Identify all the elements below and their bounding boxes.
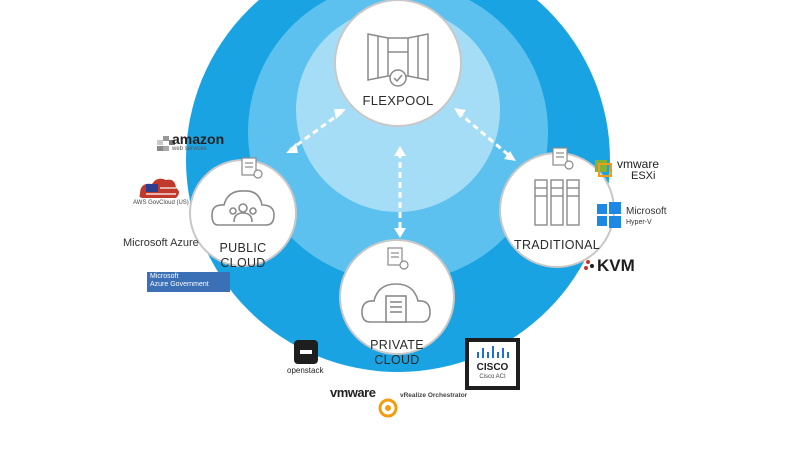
- amazon-logo-text: amazon: [172, 131, 225, 147]
- connector-arrowheads: [286, 108, 516, 238]
- private-cloud-label-line2: CLOUD: [374, 353, 420, 367]
- private-cloud-label-line1: PRIVATE: [370, 338, 424, 352]
- vmware-logo-text: vmware: [330, 385, 376, 400]
- vmware-esxi-logo-icon: [595, 160, 612, 177]
- vmware-esxi-line2: ESXi: [631, 170, 656, 182]
- private-cloud-icon: [361, 283, 431, 323]
- vrealize-logo-icon: [378, 398, 398, 418]
- flexpool-label: FLEXPOOL: [362, 93, 434, 108]
- azure-government-line2: Azure Government: [150, 281, 209, 288]
- public-cloud-label-line2: CLOUD: [220, 256, 266, 270]
- windows-logo-icon: [597, 202, 621, 228]
- aws-govcloud-flag-icon: [139, 178, 179, 198]
- microsoft-azure-text: Microsoft Azure: [123, 237, 199, 249]
- aws-govcloud-text: AWS GovCloud (US): [133, 200, 189, 206]
- private-cloud-label: PRIVATE CLOUD: [357, 338, 437, 368]
- amazon-logo-icon: [157, 136, 175, 151]
- azure-government-badge: [147, 272, 230, 292]
- hyper-v-line2: Hyper-V: [626, 219, 652, 226]
- traditional-label: TRADITIONAL: [514, 238, 600, 252]
- connector-traditional: [457, 110, 513, 160]
- vmware-esxi-text: vmware ESXi: [617, 158, 659, 182]
- azure-government-line1: Microsoft: [150, 273, 179, 280]
- hyper-v-text: Microsoft Hyper-V: [626, 206, 667, 228]
- hyper-v-line1: Microsoft: [626, 206, 667, 217]
- azure-government-text: Microsoft Azure Government: [150, 273, 209, 289]
- public-cloud-label-line1: PUBLIC: [219, 241, 267, 255]
- flexpool-node: [334, 0, 462, 127]
- server-rack-icon: [534, 179, 580, 226]
- openstack-text: openstack: [287, 366, 324, 375]
- kvm-text: KVM: [597, 256, 635, 275]
- connectors: [289, 110, 513, 232]
- private-document-icon: [387, 247, 409, 270]
- connector-public: [289, 110, 343, 152]
- kvm-logo-icon: [584, 260, 594, 270]
- vrealize-text: vRealize Orchestrator: [400, 392, 468, 399]
- public-document-icon: [241, 157, 263, 179]
- cisco-aci-text: Cisco ACI: [479, 374, 506, 380]
- vmware-esxi-line1: vmware: [617, 157, 660, 171]
- amazon-logo-subtext: web services: [172, 146, 207, 152]
- openstack-logo-icon: [294, 340, 318, 364]
- cisco-aci-logo-icon: [465, 338, 520, 390]
- public-cloud-label: PUBLIC CLOUD: [208, 241, 278, 271]
- cisco-text: CISCO: [476, 362, 509, 373]
- public-cloud-icon: [211, 190, 275, 226]
- flexpool-icon: [367, 33, 429, 87]
- traditional-document-icon: [552, 147, 574, 170]
